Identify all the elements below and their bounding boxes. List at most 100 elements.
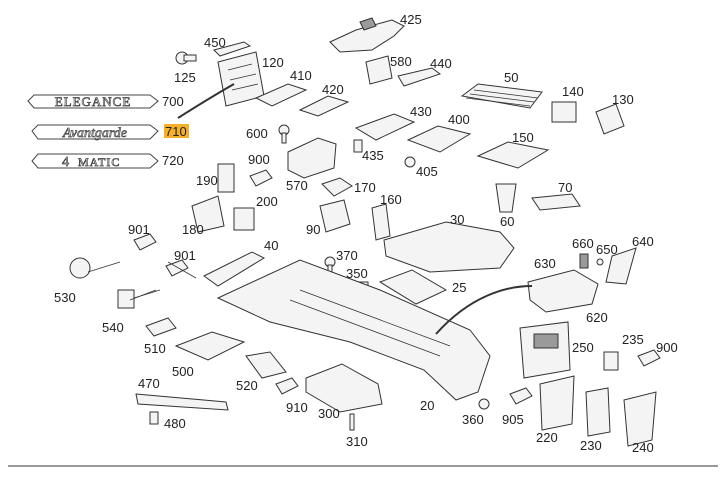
label-200[interactable]: 200 [256,194,278,209]
part-420[interactable] [298,95,350,117]
label-250[interactable]: 250 [572,340,594,355]
label-300[interactable]: 300 [318,406,340,421]
label-650[interactable]: 650 [596,242,618,257]
part-640[interactable] [605,247,637,285]
label-900a[interactable]: 900 [248,152,270,167]
part-480[interactable] [149,411,159,425]
label-120[interactable]: 120 [262,55,284,70]
label-630[interactable]: 630 [534,256,556,271]
label-620[interactable]: 620 [586,310,608,325]
badge-4matic[interactable]: 4 MATIC [31,153,159,170]
part-140[interactable] [551,101,577,123]
label-240[interactable]: 240 [632,440,654,455]
label-125[interactable]: 125 [174,70,196,85]
label-150[interactable]: 150 [512,130,534,145]
label-905[interactable]: 905 [502,412,524,427]
part-190[interactable] [217,163,235,193]
label-710[interactable]: 710 [165,124,187,139]
label-640[interactable]: 640 [632,234,654,249]
label-570[interactable]: 570 [286,178,308,193]
part-310[interactable] [349,413,355,431]
part-435[interactable] [353,139,363,153]
part-90[interactable] [319,199,351,233]
label-170[interactable]: 170 [354,180,376,195]
part-600[interactable] [278,124,290,144]
label-520[interactable]: 520 [236,378,258,393]
part-540[interactable] [117,289,161,309]
part-580[interactable] [365,55,393,85]
part-650[interactable] [596,258,604,266]
label-430[interactable]: 430 [410,104,432,119]
label-500[interactable]: 500 [172,364,194,379]
part-220[interactable] [539,375,575,431]
part-410[interactable] [254,83,308,107]
label-160[interactable]: 160 [380,192,402,207]
part-405[interactable] [404,156,416,168]
label-910[interactable]: 910 [286,400,308,415]
part-400[interactable] [406,125,472,153]
label-510[interactable]: 510 [144,341,166,356]
part-240[interactable] [623,391,657,447]
part-900a[interactable] [249,169,273,187]
label-60[interactable]: 60 [500,214,514,229]
part-130[interactable] [595,103,625,135]
label-350[interactable]: 350 [346,266,368,281]
label-400[interactable]: 400 [448,112,470,127]
part-450[interactable] [213,41,252,57]
part-160[interactable] [371,203,391,241]
part-50[interactable] [460,83,543,109]
part-570[interactable] [287,137,337,179]
label-70[interactable]: 70 [558,180,572,195]
part-360[interactable] [478,398,490,410]
part-180[interactable] [191,195,225,233]
label-450[interactable]: 450 [204,35,226,50]
part-60[interactable] [495,183,517,213]
label-90[interactable]: 90 [306,222,320,237]
label-230[interactable]: 230 [580,438,602,453]
label-720[interactable]: 720 [162,153,184,168]
label-140[interactable]: 140 [562,84,584,99]
label-600[interactable]: 600 [246,126,268,141]
label-580[interactable]: 580 [390,54,412,69]
label-700[interactable]: 700 [162,94,184,109]
part-300[interactable] [305,363,383,413]
part-125[interactable] [175,51,197,65]
part-530[interactable] [69,257,121,279]
part-440[interactable] [397,67,442,87]
label-30[interactable]: 30 [450,212,464,227]
part-250[interactable] [519,321,571,379]
label-900b[interactable]: 900 [656,340,678,355]
part-910[interactable] [275,377,299,395]
label-901a[interactable]: 901 [128,222,150,237]
label-405[interactable]: 405 [416,164,438,179]
part-230[interactable] [585,387,611,437]
part-905[interactable] [509,387,533,405]
label-425[interactable]: 425 [400,12,422,27]
part-170[interactable] [321,177,353,197]
part-510[interactable] [145,317,177,337]
part-20[interactable] [216,259,491,401]
label-360[interactable]: 360 [462,412,484,427]
label-190[interactable]: 190 [196,173,218,188]
part-70[interactable] [531,193,581,211]
badge-avantgarde[interactable]: Avantgarde [31,124,159,141]
part-430[interactable] [354,113,416,141]
part-25[interactable] [378,269,448,305]
part-901a[interactable] [133,233,157,251]
label-310[interactable]: 310 [346,434,368,449]
part-425[interactable] [329,17,405,53]
label-25[interactable]: 25 [452,280,466,295]
part-520[interactable] [245,351,287,379]
part-200[interactable] [233,207,255,231]
part-235[interactable] [603,351,619,371]
label-410[interactable]: 410 [290,68,312,83]
label-435[interactable]: 435 [362,148,384,163]
label-480[interactable]: 480 [164,416,186,431]
label-180[interactable]: 180 [182,222,204,237]
part-900b[interactable] [637,349,661,367]
label-440[interactable]: 440 [430,56,452,71]
part-40[interactable] [203,251,266,287]
label-370[interactable]: 370 [336,248,358,263]
label-530[interactable]: 530 [54,290,76,305]
label-40[interactable]: 40 [264,238,278,253]
